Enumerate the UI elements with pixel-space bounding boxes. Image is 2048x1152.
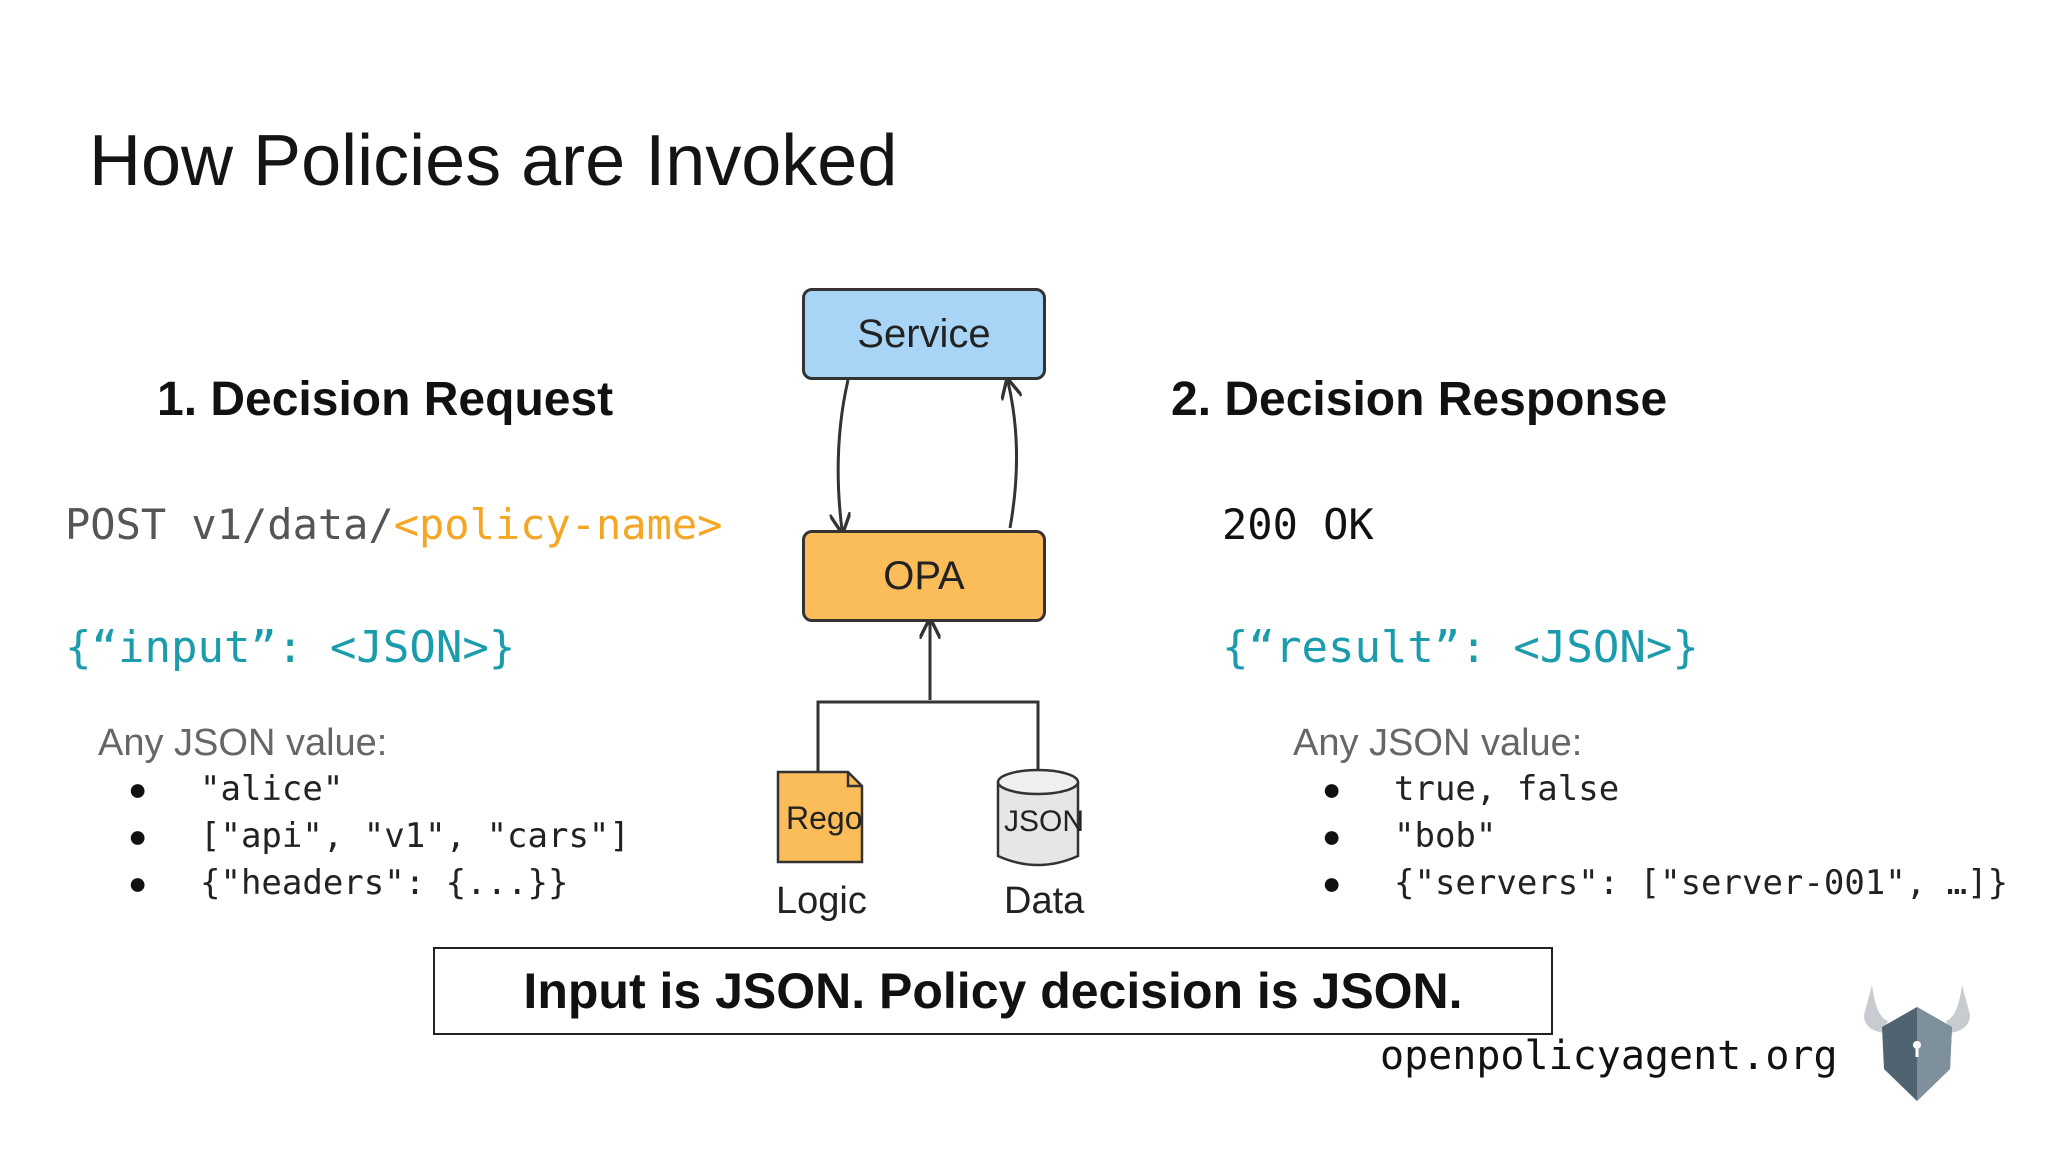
summary-banner: Input is JSON. Policy decision is JSON. bbox=[433, 947, 1553, 1035]
bullet-icon: ● bbox=[1322, 818, 1342, 854]
request-example: ["api", "v1", "cars"] bbox=[200, 816, 630, 856]
request-json: {“input”: <JSON>} bbox=[65, 622, 516, 673]
bullet-icon: ● bbox=[128, 865, 148, 901]
opa-node: OPA bbox=[802, 530, 1046, 622]
json-icon-label: JSON bbox=[1004, 805, 1085, 838]
list-item: ● {"headers": {...}} bbox=[128, 860, 728, 907]
response-json: {“result”: <JSON>} bbox=[1222, 622, 1699, 673]
response-example: true, false bbox=[1394, 769, 1620, 809]
response-heading: 2. Decision Response bbox=[1171, 373, 1668, 426]
request-any-json-label: Any JSON value: bbox=[98, 722, 388, 764]
response-examples-list: ● true, false ● "bob" ● {"servers": ["serve… bbox=[1322, 766, 2022, 907]
rego-icon-label: Rego bbox=[786, 800, 863, 836]
response-example: "bob" bbox=[1394, 816, 1497, 856]
request-example: "alice" bbox=[200, 769, 344, 809]
list-item: ● {"servers": ["server-001", …]} bbox=[1322, 860, 2022, 907]
bullet-icon: ● bbox=[128, 818, 148, 854]
response-example: {"servers": ["server-001", …]} bbox=[1394, 863, 2009, 903]
bullet-icon: ● bbox=[1322, 771, 1342, 807]
list-item: ● "bob" bbox=[1322, 813, 2022, 860]
website-url: openpolicyagent.org bbox=[1380, 1033, 1838, 1079]
bullet-icon: ● bbox=[128, 771, 148, 807]
data-label: Data bbox=[1004, 880, 1085, 922]
logic-label: Logic bbox=[776, 880, 867, 922]
bullet-icon: ● bbox=[1322, 865, 1342, 901]
inputs-connector bbox=[816, 700, 1040, 772]
rego-document-icon bbox=[776, 770, 864, 864]
request-examples-list: ● "alice" ● ["api", "v1", "cars"] ● {"heade… bbox=[128, 766, 728, 907]
request-heading: 1. Decision Request bbox=[157, 373, 614, 426]
list-item: ● true, false bbox=[1322, 766, 2022, 813]
request-arrow bbox=[838, 379, 848, 530]
service-node: Service bbox=[802, 288, 1046, 380]
policy-name-placeholder: <policy-name> bbox=[393, 500, 723, 549]
opa-viking-helmet-icon bbox=[1864, 985, 1970, 1101]
json-database-icon bbox=[996, 768, 1080, 867]
request-example: {"headers": {...}} bbox=[200, 863, 569, 903]
response-status: 200 OK bbox=[1222, 500, 1374, 549]
response-any-json-label: Any JSON value: bbox=[1293, 722, 1583, 764]
request-method-path: POST v1/data/ bbox=[65, 500, 394, 549]
slide-title: How Policies are Invoked bbox=[89, 121, 898, 201]
request-endpoint: POST v1/data/<policy-name> bbox=[65, 500, 722, 549]
list-item: ● "alice" bbox=[128, 766, 728, 813]
list-item: ● ["api", "v1", "cars"] bbox=[128, 813, 728, 860]
response-arrow bbox=[1008, 382, 1017, 529]
